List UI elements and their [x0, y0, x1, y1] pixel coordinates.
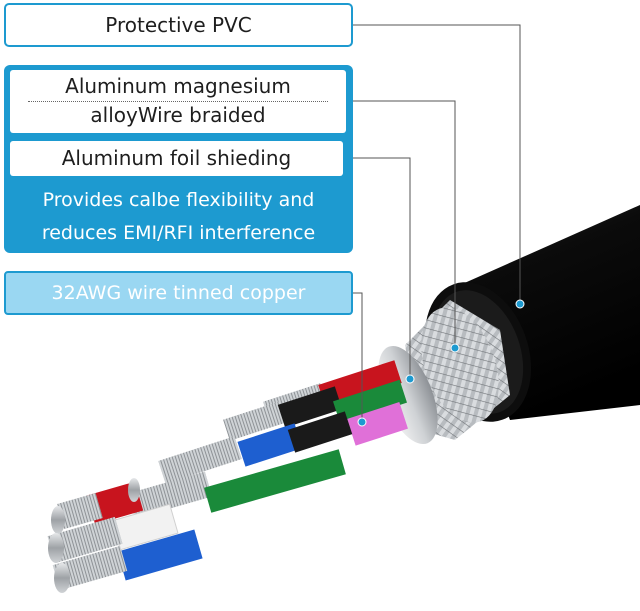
alloy-label-line1: Aluminum magnesium: [65, 74, 291, 98]
emi-line2: reduces EMI/RFI interference: [41, 222, 316, 244]
dotted-divider: [28, 101, 328, 102]
protective-pvc-label: Protective PVC: [4, 3, 353, 47]
emi-description: Provides calbe flexibility and reduces E…: [4, 184, 353, 250]
leader-lines: [343, 24, 521, 420]
emi-line1: Provides calbe flexibility and: [42, 189, 315, 211]
alloy-braid-label: Aluminum magnesium alloyWire braided: [10, 70, 346, 133]
leader-dots: [357, 299, 525, 427]
foil-shielding-label: Aluminum foil shieding: [10, 141, 343, 176]
wire-bundle: [47, 360, 408, 593]
copper-wire-label: 32AWG wire tinned copper: [4, 271, 353, 315]
alloy-label-line2: alloyWire braided: [90, 103, 266, 127]
